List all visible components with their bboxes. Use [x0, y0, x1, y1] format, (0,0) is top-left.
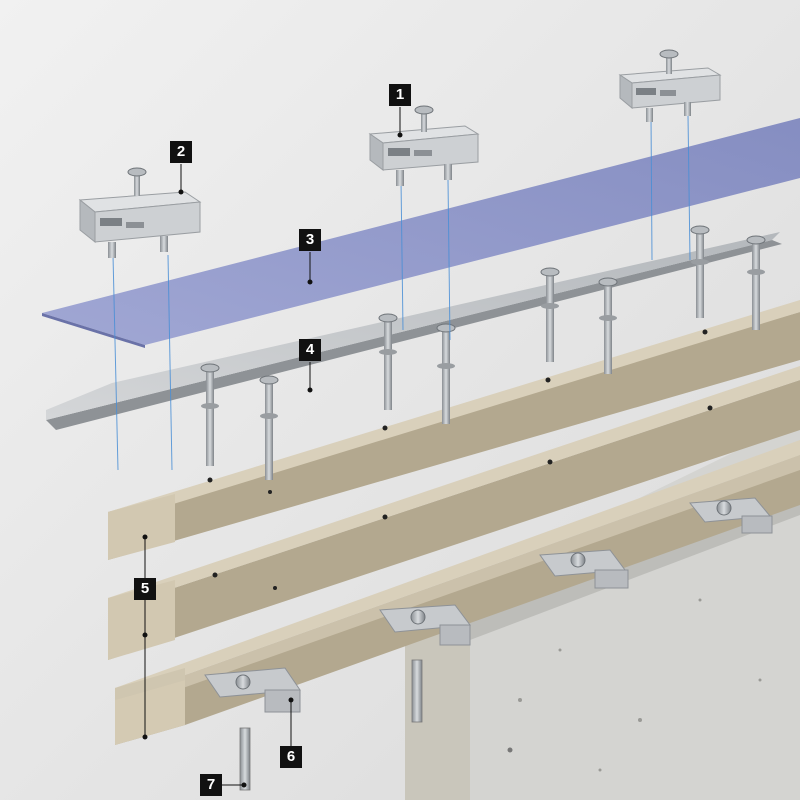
screw-5 — [540, 267, 560, 362]
callout-4: 4 — [299, 339, 321, 361]
callout-5: 5 — [134, 578, 156, 600]
angle-bracket-3 — [539, 549, 629, 589]
screw-3 — [378, 313, 398, 410]
callout-dots — [142, 132, 403, 788]
anchor-rod — [239, 659, 423, 791]
angle-bracket-2 — [379, 604, 471, 646]
callout-7: 7 — [200, 774, 222, 796]
callout-3: 3 — [299, 229, 321, 251]
screw-6 — [598, 277, 618, 374]
end-bracket — [78, 167, 202, 258]
screw-7 — [690, 225, 710, 318]
callout-1: 1 — [389, 84, 411, 106]
screw-2 — [259, 375, 279, 480]
angle-bracket-4 — [689, 497, 773, 534]
timber-batten-middle — [108, 366, 800, 660]
metal-plate — [46, 232, 782, 430]
screw — [200, 363, 220, 466]
alignment-guide-lines — [112, 114, 691, 471]
bracket-clamp-2 — [618, 49, 722, 122]
screw-4 — [436, 323, 456, 424]
timber-batten-top — [108, 300, 800, 560]
callout-6: 6 — [280, 746, 302, 768]
glass-sheet — [42, 118, 800, 348]
bracket-clamp — [368, 105, 480, 186]
callout-2: 2 — [170, 141, 192, 163]
angle-bracket — [204, 667, 301, 713]
screw-8 — [746, 235, 766, 330]
